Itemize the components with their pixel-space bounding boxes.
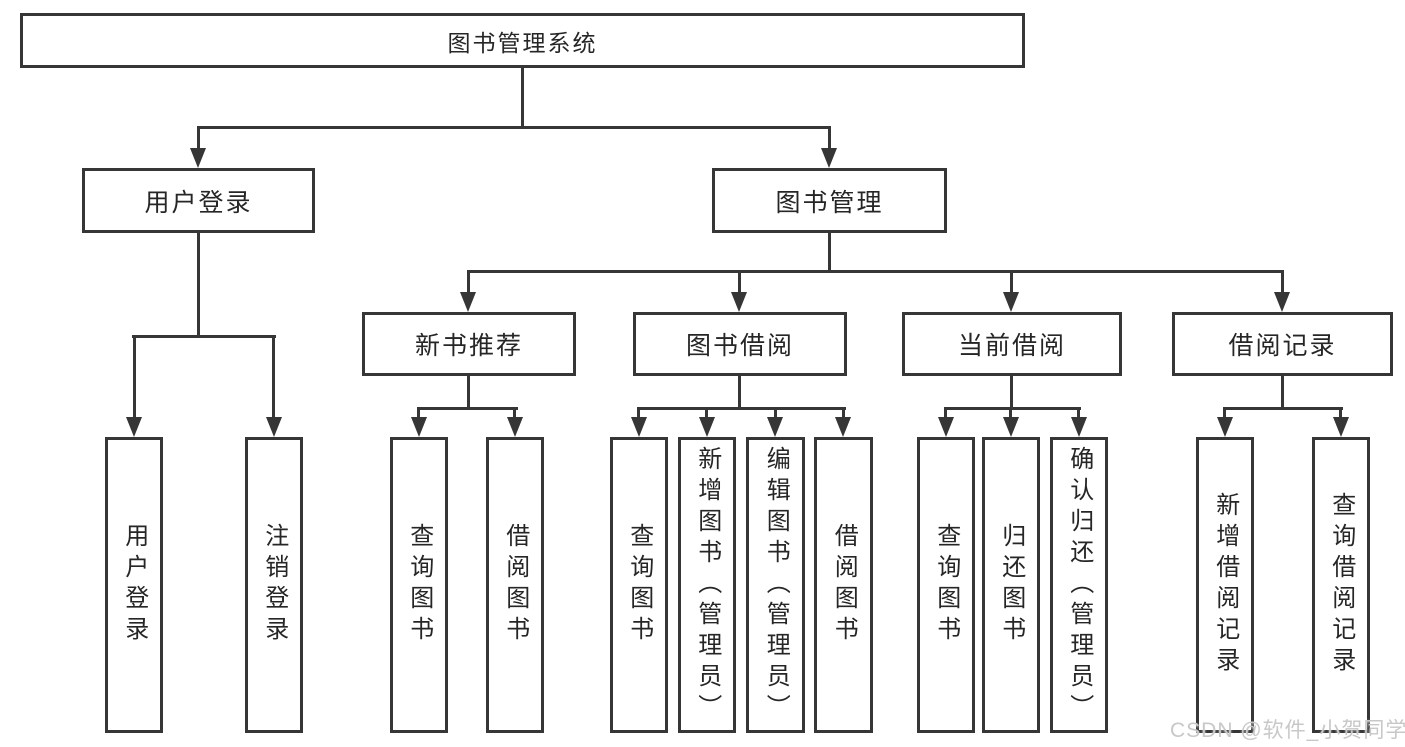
leaf-confirm-return-admin: 确认归还（管理员） [1050,437,1108,733]
arrowhead-down [126,417,142,437]
leaf-query-borrow-record: 查询借阅记录 [1312,437,1370,733]
leaf-return-books-label: 归还图书 [997,523,1025,647]
connector-line [944,410,947,420]
connector-line [774,410,777,420]
arrowhead-down [631,417,647,437]
connector-line [1010,273,1013,293]
arrowhead-down [411,417,427,437]
arrowhead-down [190,148,206,168]
connector-line [1223,410,1226,420]
watermark: CSDN @软件_小贺同学 [1170,719,1405,742]
connector-line [1009,410,1012,420]
node-user-login-label: 用户登录 [144,188,253,217]
arrowhead-down [460,292,476,312]
connector-line [467,270,1284,273]
leaf-user-login-label: 用户登录 [120,523,148,647]
connector-line [738,376,741,407]
connector-line [944,407,1081,410]
arrowhead-down [938,417,954,437]
leaf-logout-label: 注销登录 [260,523,288,647]
leaf-edit-book-admin: 编辑图书（管理员） [746,437,805,733]
connector-line [272,338,275,418]
node-current-borrow: 当前借阅 [902,312,1122,376]
connector-line [521,68,524,126]
leaf-return-books: 归还图书 [982,437,1040,733]
node-book-management-label: 图书管理 [775,188,884,217]
arrowhead-down [731,292,747,312]
node-new-book-recommend: 新书推荐 [362,312,576,376]
arrowhead-down [835,417,851,437]
leaf-borrow-books-borrow-label: 借阅图书 [830,523,858,647]
arrowhead-down [1274,292,1290,312]
leaf-add-book-admin-label: 新增图书（管理员） [693,445,721,725]
leaf-add-borrow-record: 新增借阅记录 [1196,437,1254,733]
node-book-borrow-label: 图书借阅 [685,332,794,360]
node-book-management: 图书管理 [712,168,947,233]
connector-line [417,407,518,410]
connector-line [133,338,136,418]
connector-line [513,410,516,420]
connector-line [1010,376,1013,407]
leaf-logout: 注销登录 [245,437,303,733]
root-node-label: 图书管理系统 [447,29,598,56]
leaf-add-book-admin: 新增图书（管理员） [678,437,736,733]
connector-line [1077,410,1080,420]
node-current-borrow-label: 当前借阅 [957,332,1066,360]
node-borrow-record: 借阅记录 [1172,312,1393,376]
connector-line [842,410,845,420]
arrowhead-down [821,148,837,168]
connector-line [637,410,640,420]
leaf-borrow-books-recommend: 借阅图书 [486,437,544,733]
node-new-book-recommend-label: 新书推荐 [414,332,523,360]
arrowhead-down [1003,292,1019,312]
node-borrow-record-label: 借阅记录 [1228,332,1337,360]
connector-line [1339,410,1342,420]
leaf-borrow-books-recommend-label: 借阅图书 [501,523,529,647]
arrowhead-down [507,417,523,437]
leaf-query-books-current-label: 查询图书 [932,523,960,647]
connector-line [197,129,200,151]
root-node: 图书管理系统 [20,13,1025,68]
arrowhead-down [699,417,715,437]
connector-line [467,376,470,407]
connector-line [197,233,200,335]
connector-line [417,410,420,420]
arrowhead-down [1333,417,1349,437]
leaf-add-borrow-record-label: 新增借阅记录 [1211,492,1239,678]
connector-line [637,407,846,410]
leaf-edit-book-admin-label: 编辑图书（管理员） [762,445,790,725]
leaf-query-books-current: 查询图书 [917,437,975,733]
arrowhead-down [1217,417,1233,437]
connector-line [132,335,276,338]
connector-line [197,126,831,129]
arrowhead-down [1071,417,1087,437]
arrowhead-down [1003,417,1019,437]
connector-line [467,273,470,293]
connector-line [705,410,708,420]
node-book-borrow: 图书借阅 [633,312,847,376]
leaf-query-books-recommend-label: 查询图书 [405,523,433,647]
connector-line [828,233,831,270]
connector-line [828,129,831,151]
connector-line [1281,273,1284,293]
connector-line [738,273,741,293]
connector-line [1281,376,1284,407]
leaf-user-login: 用户登录 [105,437,163,733]
leaf-query-borrow-record-label: 查询借阅记录 [1327,492,1355,678]
leaf-borrow-books-borrow: 借阅图书 [814,437,873,733]
arrowhead-down [767,417,783,437]
node-user-login: 用户登录 [82,168,315,233]
leaf-query-books-borrow: 查询图书 [610,437,668,733]
arrowhead-down [266,417,282,437]
leaf-query-books-borrow-label: 查询图书 [625,523,653,647]
connector-line [1223,407,1343,410]
leaf-confirm-return-admin-label: 确认归还（管理员） [1065,445,1093,725]
leaf-query-books-recommend: 查询图书 [390,437,448,733]
